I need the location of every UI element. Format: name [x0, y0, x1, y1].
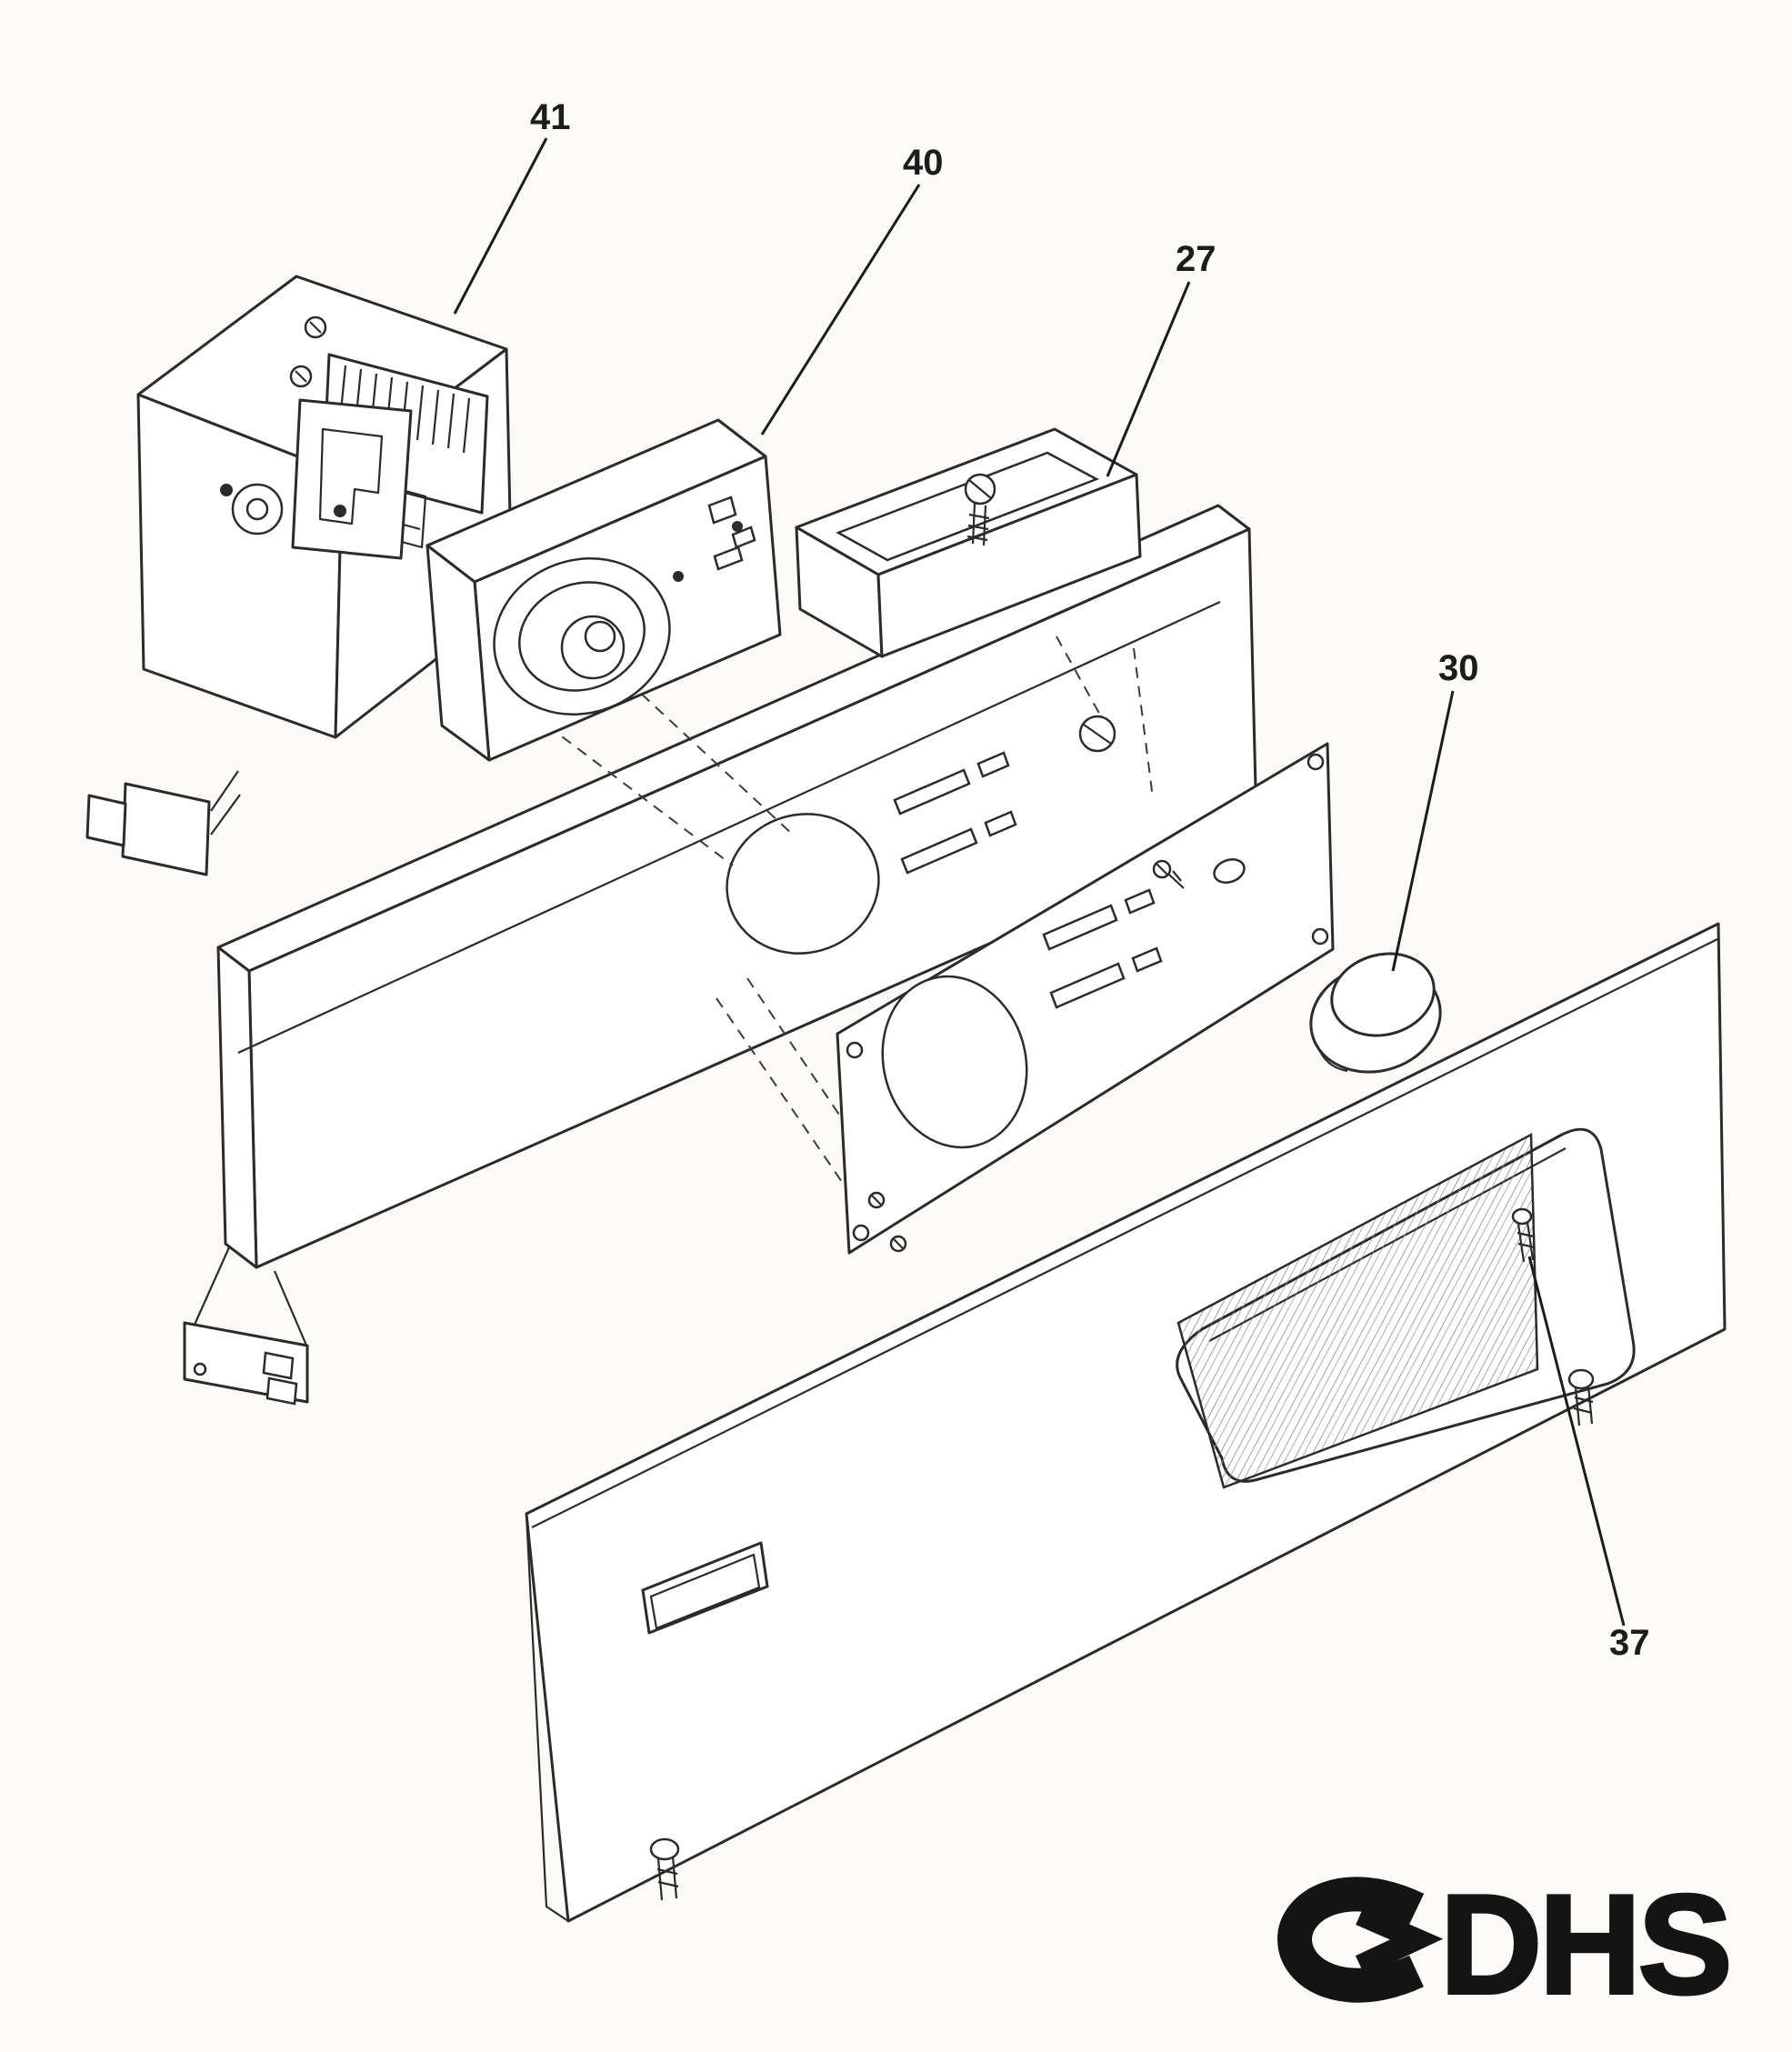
callout-leader-27	[1106, 281, 1191, 477]
foot-bracket-links	[193, 1246, 309, 1348]
fascia-label-recess	[641, 1541, 769, 1635]
bracket-screw-slot	[968, 479, 992, 499]
insert-dial-cutout	[881, 975, 1028, 1149]
module-rivet-2	[732, 521, 743, 532]
bracket-side-face	[876, 473, 1142, 658]
dhs-logo: DHS	[1276, 1864, 1734, 2025]
mounting-bracket	[795, 427, 1142, 658]
callout-leader-41	[453, 137, 548, 315]
module-dial-shaft	[584, 620, 616, 653]
module-vent-slots	[713, 526, 756, 571]
timer-screw-dot-right	[334, 505, 346, 517]
insert-corner-hole-3	[1311, 927, 1329, 946]
fascia-bottom-screw-shank	[656, 1856, 679, 1901]
part-callout-30: 30	[1438, 648, 1479, 688]
callout-leader-30	[1391, 690, 1455, 972]
fascia-side-screw-shank	[1573, 1385, 1594, 1426]
window-screw-shank	[1517, 1221, 1536, 1263]
fascia-side-screw-head	[1567, 1368, 1595, 1390]
insert-corner-hole-2	[1306, 753, 1325, 771]
module-rivet-1	[673, 571, 684, 582]
timer-shaft	[245, 497, 269, 521]
fascia-left-bevel	[525, 1513, 569, 1922]
foot-bracket-clips	[262, 1351, 298, 1406]
timer-connector	[121, 782, 211, 876]
fascia-panel	[525, 922, 1727, 1923]
foot-bracket-hole	[193, 1362, 207, 1376]
fascia-face	[525, 922, 1727, 1923]
fascia-top-edge-line	[531, 938, 1718, 1528]
insert-corner-hole-1	[846, 1041, 864, 1059]
part-callouts: 41 40 27 30 37	[453, 97, 1650, 1663]
fascia-label-recess-inner	[649, 1553, 761, 1630]
timer-connector-wires	[210, 770, 241, 836]
selector-knob	[1309, 952, 1442, 1074]
part-callout-37: 37	[1609, 1623, 1650, 1663]
knob-cap	[1330, 952, 1436, 1037]
timer-screw-dot-left	[220, 484, 233, 496]
insert-shaft-hole	[1213, 858, 1246, 884]
frame-fixing-screw-slot	[1083, 724, 1112, 745]
bracket-screw-shank	[966, 503, 990, 546]
part-callout-40: 40	[903, 143, 944, 183]
dhs-logo-text: DHS	[1440, 1866, 1729, 2023]
insert-lower-screw-1-slot	[870, 1194, 883, 1206]
control-panel-insert	[836, 742, 1335, 1255]
part-callout-41: 41	[530, 97, 571, 137]
dhs-logo-icon-chevron	[1355, 1904, 1444, 1976]
console-frame-groove	[237, 601, 1221, 1054]
dhs-logo-icon	[1276, 1877, 1425, 2003]
frame-switch-slots	[893, 751, 1017, 875]
callout-leader-40	[760, 184, 921, 435]
insert-corner-hole-4	[852, 1224, 870, 1242]
fascia-bottom-screw-head	[649, 1837, 680, 1861]
insert-lower-screw-2-slot	[892, 1237, 905, 1250]
module-side-face	[425, 544, 491, 762]
knob-pointer-tab	[1316, 1045, 1348, 1073]
timer-mounting-plate	[291, 398, 413, 560]
part-callout-27: 27	[1176, 239, 1216, 279]
frame-dial-cutout	[726, 813, 880, 955]
insert-switch-slots	[1042, 888, 1163, 1009]
timer-top-screw-slots	[295, 321, 322, 383]
program-module	[425, 418, 782, 762]
timer-plate-cutout	[318, 427, 384, 526]
callout-leader-37	[1527, 1256, 1626, 1627]
console-frame	[183, 504, 1258, 1406]
window-screw-head	[1511, 1207, 1533, 1226]
module-square-hole	[707, 495, 737, 525]
console-frame-left-cap	[216, 946, 258, 1269]
timer-connector-plug	[85, 794, 127, 847]
insert-screw-shank	[1156, 863, 1185, 889]
window-lens	[1176, 1132, 1539, 1489]
